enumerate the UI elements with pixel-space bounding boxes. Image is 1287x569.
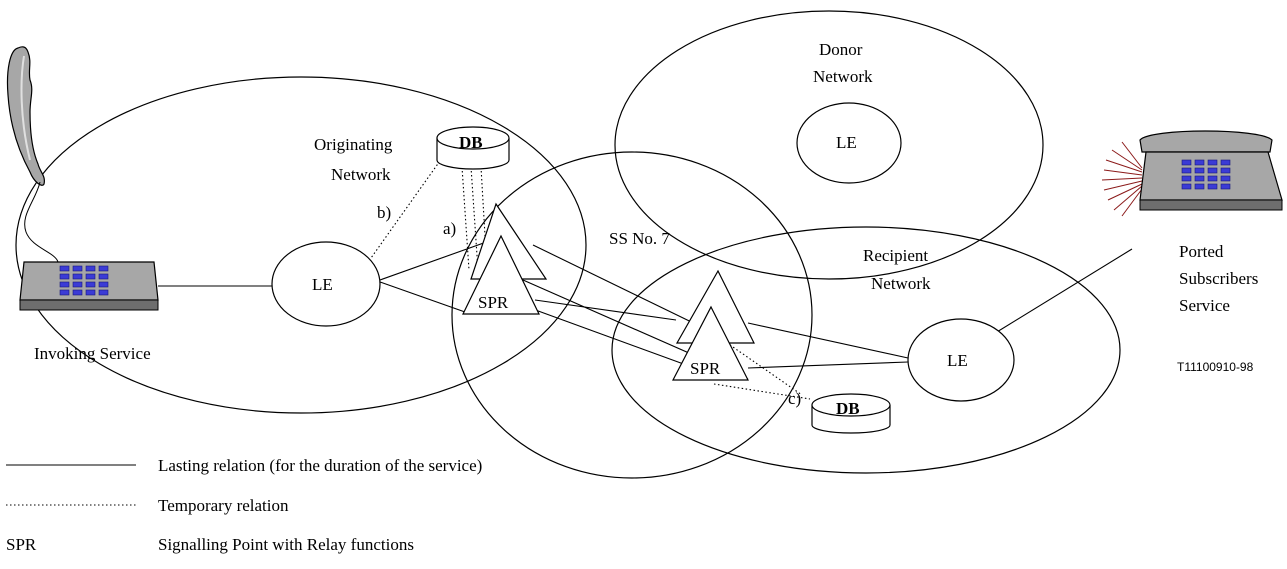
relation-label-b: b) bbox=[377, 203, 391, 222]
invoking-telephone-icon bbox=[6, 46, 159, 311]
legend-temporary-text: Temporary relation bbox=[158, 496, 289, 515]
lasting-relations bbox=[158, 239, 1133, 380]
originating-network-ellipse bbox=[15, 76, 587, 414]
ported-label-line2: Subscribers bbox=[1179, 269, 1258, 288]
figure-id: T11100910-98 bbox=[1177, 360, 1254, 374]
originating-network-label-line1: Originating bbox=[314, 135, 393, 154]
db-cylinder-recipient: DB bbox=[811, 393, 891, 434]
donor-network-label-line2: Network bbox=[813, 67, 873, 86]
recipient-network-ellipse bbox=[611, 226, 1121, 474]
db-label-originating: DB bbox=[459, 133, 483, 152]
temporary-relations bbox=[370, 157, 811, 400]
le-label-donor: LE bbox=[836, 133, 857, 152]
le-node-donor bbox=[796, 102, 902, 184]
db-label-recipient: DB bbox=[836, 399, 860, 418]
le-node-originating bbox=[271, 241, 381, 327]
originating-network-label-line2: Network bbox=[331, 165, 391, 184]
ported-label-line3: Service bbox=[1179, 296, 1230, 315]
spr-triangle-left bbox=[462, 234, 540, 315]
legend-lasting-text: Lasting relation (for the duration of th… bbox=[158, 456, 482, 475]
spr-label-left: SPR bbox=[478, 293, 509, 312]
ported-label-line1: Ported bbox=[1179, 242, 1224, 261]
ss7-network-ellipse bbox=[451, 151, 813, 479]
donor-network-label-line1: Donor bbox=[819, 40, 863, 59]
le-node-recipient bbox=[907, 318, 1015, 402]
recipient-network-label-line2: Network bbox=[871, 274, 931, 293]
ss7-network-label: SS No. 7 bbox=[609, 229, 670, 248]
le-label-recipient: LE bbox=[947, 351, 968, 370]
invoking-service-label: Invoking Service bbox=[34, 344, 151, 363]
relation-label-c: c) bbox=[788, 389, 801, 408]
spr-label-right: SPR bbox=[690, 359, 721, 378]
spr-triangle-right bbox=[672, 305, 749, 381]
db-cylinder-originating: DB bbox=[436, 126, 510, 170]
legend-spr-desc: Signalling Point with Relay functions bbox=[158, 535, 414, 554]
le-label-originating: LE bbox=[312, 275, 333, 294]
ported-telephone-icon bbox=[1101, 130, 1283, 217]
legend-spr-abbr: SPR bbox=[6, 535, 37, 554]
relation-label-a: a) bbox=[443, 219, 456, 238]
donor-network-ellipse bbox=[614, 10, 1044, 280]
recipient-network-label-line1: Recipient bbox=[863, 246, 928, 265]
